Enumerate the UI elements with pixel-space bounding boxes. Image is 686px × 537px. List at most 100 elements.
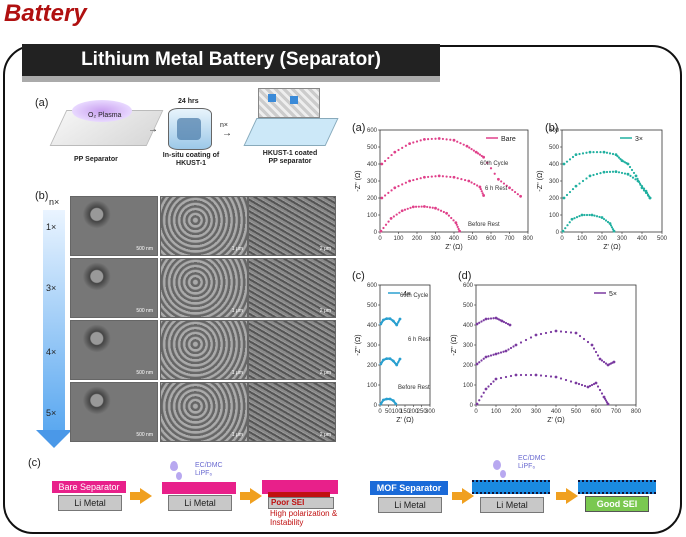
data-point — [539, 332, 543, 336]
sem-scale-bar: 1 μm — [231, 246, 243, 252]
y-tick-label: 600 — [367, 283, 378, 289]
plot-area — [379, 129, 529, 233]
data-point — [524, 373, 528, 377]
data-point — [403, 208, 407, 211]
data-point — [580, 383, 584, 387]
data-point — [583, 213, 586, 217]
process-arrow-2 — [250, 488, 262, 504]
x-tick-label: 800 — [631, 409, 642, 415]
x-tick-label: 500 — [571, 409, 582, 415]
data-point — [460, 178, 463, 181]
y-tick-label: 400 — [367, 162, 378, 168]
data-point — [452, 138, 456, 142]
data-point — [497, 177, 500, 181]
data-point — [456, 177, 459, 180]
data-point — [462, 143, 465, 146]
y-axis-label: -Z'' (Ω) — [355, 170, 362, 191]
data-point — [578, 152, 581, 156]
sem-image: 1 μm — [160, 320, 248, 380]
data-point — [391, 359, 394, 362]
x-tick-label: 700 — [504, 236, 515, 242]
sem-scale-bar: 500 nm — [136, 246, 153, 252]
data-point — [603, 397, 607, 400]
li-metal-block-2: Li Metal — [168, 495, 232, 511]
y-tick-label: 300 — [367, 179, 378, 185]
data-point — [606, 220, 610, 224]
coated-separator-sheet — [243, 118, 339, 146]
y-tick-label: 100 — [549, 213, 560, 219]
data-point — [637, 180, 641, 183]
data-point — [455, 223, 458, 226]
droplet-icon — [170, 461, 178, 471]
data-point — [394, 362, 397, 366]
row-label-1x: 1× — [46, 222, 57, 232]
panel-c-label: (c) — [28, 457, 41, 469]
data-point — [383, 194, 387, 197]
data-point — [465, 144, 469, 148]
data-point — [388, 397, 391, 401]
sem-scale-bar: 1 μm — [231, 432, 243, 438]
data-point — [412, 178, 415, 182]
data-point — [534, 373, 538, 377]
data-point — [590, 343, 594, 347]
data-point — [478, 153, 481, 156]
data-point — [604, 219, 608, 222]
data-point — [382, 226, 385, 230]
data-point — [487, 317, 490, 320]
data-point — [430, 175, 433, 178]
data-point — [480, 190, 483, 193]
data-point — [544, 331, 548, 335]
data-point — [516, 193, 519, 196]
data-point — [600, 216, 604, 219]
data-point — [470, 148, 473, 151]
data-point — [497, 352, 500, 355]
data-point — [569, 380, 573, 383]
data-point — [415, 140, 419, 143]
data-point — [480, 395, 483, 398]
data-point — [595, 172, 599, 176]
gradient-arrow-head — [36, 430, 72, 448]
sem-scale-bar: 2 μm — [319, 308, 331, 314]
data-point — [476, 184, 479, 187]
data-point — [608, 152, 612, 155]
data-point — [412, 141, 415, 144]
data-point — [480, 320, 483, 323]
data-point — [454, 221, 458, 225]
data-point — [445, 138, 448, 141]
data-point — [549, 330, 553, 334]
data-point — [513, 190, 517, 194]
data-point — [428, 206, 432, 209]
data-point — [390, 189, 393, 192]
x-tick-label: 0 — [560, 236, 564, 242]
x-tick-label: 300 — [617, 236, 628, 242]
data-point — [398, 319, 401, 322]
data-point — [617, 156, 621, 159]
x-tick-label: 100 — [577, 236, 588, 242]
data-point — [585, 213, 589, 217]
data-point — [594, 381, 598, 385]
plot-area — [379, 284, 431, 406]
data-point — [472, 149, 475, 152]
y-tick-label: 0 — [374, 230, 378, 236]
data-point — [387, 191, 390, 194]
data-point — [397, 185, 400, 188]
data-point — [459, 142, 462, 145]
data-point — [394, 402, 397, 405]
data-point — [616, 155, 619, 158]
data-point — [600, 359, 604, 362]
good-sei-label: Good SEI — [585, 496, 649, 512]
x-axis-label: Z' (Ω) — [603, 244, 620, 251]
row-label-4x: 4× — [46, 347, 57, 357]
data-point — [628, 165, 632, 169]
data-point — [400, 209, 404, 213]
data-point — [458, 229, 461, 233]
sem-image: 1 μm — [160, 196, 248, 256]
data-point — [519, 341, 523, 344]
y-tick-label: 100 — [367, 383, 378, 389]
data-point — [475, 322, 479, 326]
data-point — [581, 179, 585, 183]
x-tick-label: 600 — [486, 236, 497, 242]
y-tick-label: 600 — [463, 283, 474, 289]
